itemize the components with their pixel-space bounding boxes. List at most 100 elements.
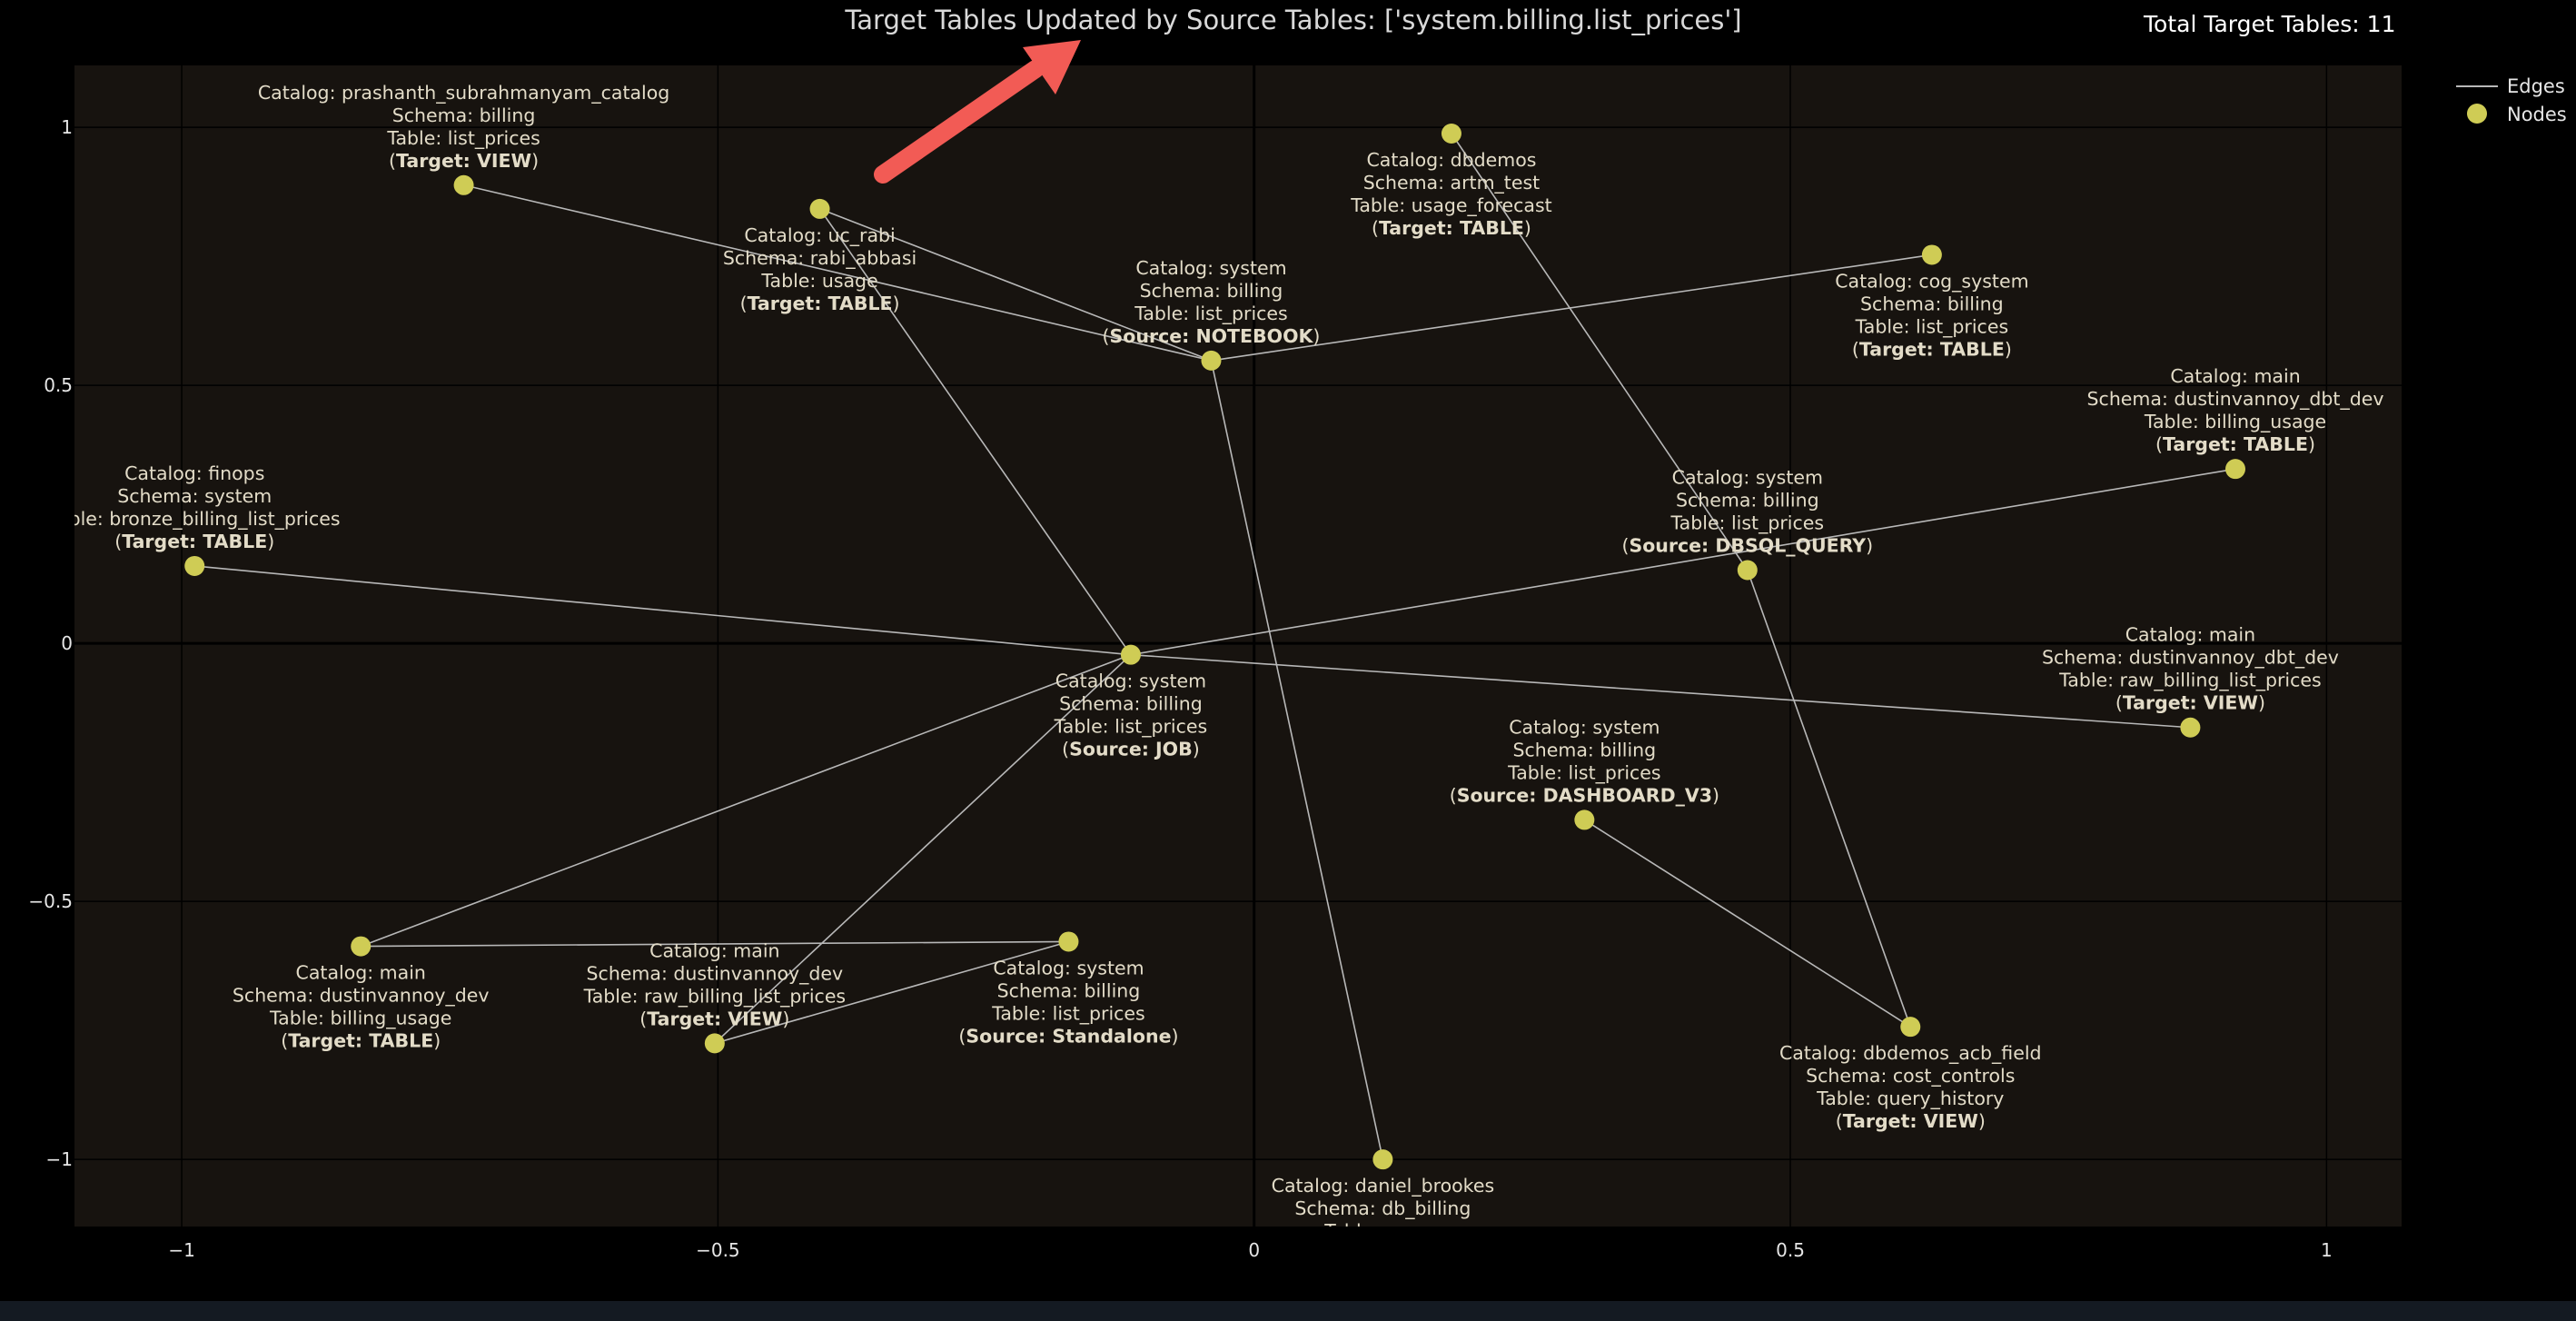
y-tick-label: −1 bbox=[46, 1148, 73, 1170]
node-kind-label: (Target: TABLE) bbox=[1852, 338, 2012, 360]
edge-layer bbox=[194, 133, 2236, 1160]
x-tick-label: 0 bbox=[1248, 1239, 1260, 1261]
legend[interactable]: Edges Nodes bbox=[2456, 75, 2567, 125]
edge-line bbox=[361, 940, 1069, 948]
plot-area bbox=[74, 65, 2402, 1227]
node-label-line: Table: list_prices bbox=[1670, 512, 1825, 535]
node-marker[interactable] bbox=[1921, 244, 1942, 265]
bottom-scrollbar[interactable] bbox=[0, 1301, 2576, 1321]
edge-line bbox=[714, 654, 1132, 1044]
node-label-line: Table: list_prices bbox=[991, 1002, 1145, 1025]
node-marker[interactable] bbox=[1120, 644, 1141, 665]
node-marker[interactable] bbox=[1737, 560, 1758, 581]
node-label-line: Table: list_prices bbox=[1507, 761, 1661, 784]
node-kind-label: (Source: JOB) bbox=[1062, 739, 1200, 760]
node-marker[interactable] bbox=[1441, 123, 1461, 144]
node-kind-label: (Source: DBSQL_QUERY) bbox=[1621, 535, 1873, 557]
node-label-line: Catalog: dbdemos_acb_field bbox=[1779, 1042, 2042, 1065]
node-marker[interactable] bbox=[2180, 717, 2201, 738]
node-label-line: Table: usage_forecast bbox=[1350, 194, 1551, 217]
node-label-line: Catalog: main bbox=[649, 939, 779, 961]
node-label-line: Catalog: cog_system bbox=[1835, 270, 2028, 293]
node-marker[interactable] bbox=[809, 198, 830, 219]
edge-line bbox=[714, 940, 1069, 1045]
node-label-line: Catalog: system bbox=[1509, 716, 1660, 738]
edge-line bbox=[194, 565, 1132, 656]
node-marker[interactable] bbox=[453, 174, 474, 195]
node-label-line: Schema: billing bbox=[997, 979, 1141, 1001]
edge-line bbox=[1747, 570, 1912, 1028]
node-label-line: Table: list_prices bbox=[386, 127, 540, 150]
edge-line bbox=[1451, 133, 1749, 571]
x-tick-label: 1 bbox=[2321, 1239, 2333, 1261]
arrow-annotation bbox=[874, 40, 1081, 184]
node-label-line: Catalog: system bbox=[1055, 670, 1206, 692]
node-label-line: Catalog: prashanth_subrahmanyam_catalog bbox=[258, 82, 669, 104]
node-layer bbox=[184, 123, 2245, 1170]
node-label-line: Catalog: uc_rabi bbox=[744, 224, 895, 247]
node-marker[interactable] bbox=[1201, 350, 1222, 371]
node-marker[interactable] bbox=[351, 936, 372, 957]
x-tick-label: 0.5 bbox=[1776, 1239, 1805, 1261]
node-marker[interactable] bbox=[184, 555, 205, 576]
y-tick-label: −0.5 bbox=[28, 890, 73, 912]
edge-line bbox=[1130, 468, 2236, 656]
edge-line bbox=[818, 208, 1132, 656]
node-label-line: Catalog: main bbox=[2170, 365, 2300, 387]
y-tick-label: 0.5 bbox=[44, 374, 73, 396]
node-kind-label: (Target: VIEW) bbox=[639, 1008, 789, 1029]
node-kind-label: (Target: TABLE) bbox=[114, 531, 274, 552]
node-label-line: Table: list_prices bbox=[1054, 716, 1208, 739]
grid-lines bbox=[74, 65, 2402, 1227]
node-label-line: Table: billing_usage bbox=[269, 1008, 451, 1030]
node-label-line: Schema: billing bbox=[1059, 693, 1203, 715]
node-marker[interactable] bbox=[2225, 459, 2245, 480]
node-label-line: Catalog: dbdemos bbox=[1366, 149, 1536, 171]
edge-line bbox=[1211, 253, 1932, 362]
node-label: Catalog: prashanth_subrahmanyam_catalogS… bbox=[258, 82, 669, 172]
node-label-line: Table: usage bbox=[760, 270, 877, 292]
edge-line bbox=[1210, 360, 1384, 1160]
node-label-line: Table: billing_usage bbox=[2144, 411, 2326, 433]
legend-nodes-swatch bbox=[2467, 104, 2487, 124]
node-label-line: Schema: system bbox=[117, 485, 272, 507]
node-marker[interactable] bbox=[1058, 931, 1079, 952]
total-target-tables: Total Target Tables: 11 bbox=[2143, 11, 2395, 37]
node-marker[interactable] bbox=[1574, 809, 1595, 830]
node-kind-label: (Target: TABLE) bbox=[2155, 433, 2315, 455]
node-label-line: Catalog: system bbox=[993, 957, 1144, 978]
legend-edges-label: Edges bbox=[2507, 75, 2565, 97]
node-marker[interactable] bbox=[704, 1033, 725, 1054]
node-label-line: Table: usage bbox=[1323, 1220, 1441, 1242]
node-marker[interactable] bbox=[1900, 1017, 1921, 1038]
node-kind-label: (Target: VIEW) bbox=[2115, 692, 2265, 714]
node-label-line: Catalog: main bbox=[2125, 624, 2255, 646]
node-marker[interactable] bbox=[1372, 1149, 1393, 1170]
node-label-line: Schema: rabi_abbasi bbox=[723, 247, 916, 270]
node-label-line: Table: raw_billing_list_prices bbox=[583, 985, 847, 1008]
node-kind-label: (Target: TABLE) bbox=[1372, 217, 1531, 239]
edge-line bbox=[360, 653, 1132, 948]
y-tick-label: 0 bbox=[61, 632, 73, 654]
node-kind-label: (Target: TABLE) bbox=[740, 293, 900, 314]
node-label-line: Schema: artm_test bbox=[1363, 172, 1540, 194]
chart-title: Target Tables Updated by Source Tables: … bbox=[844, 5, 1741, 35]
x-tick-label: −1 bbox=[168, 1239, 194, 1261]
node-label-line: Schema: billing bbox=[1676, 490, 1819, 512]
node-label-line: Schema: dustinvannoy_dbt_dev bbox=[2087, 388, 2384, 411]
node-label-line: Schema: db_billing bbox=[1294, 1197, 1471, 1220]
